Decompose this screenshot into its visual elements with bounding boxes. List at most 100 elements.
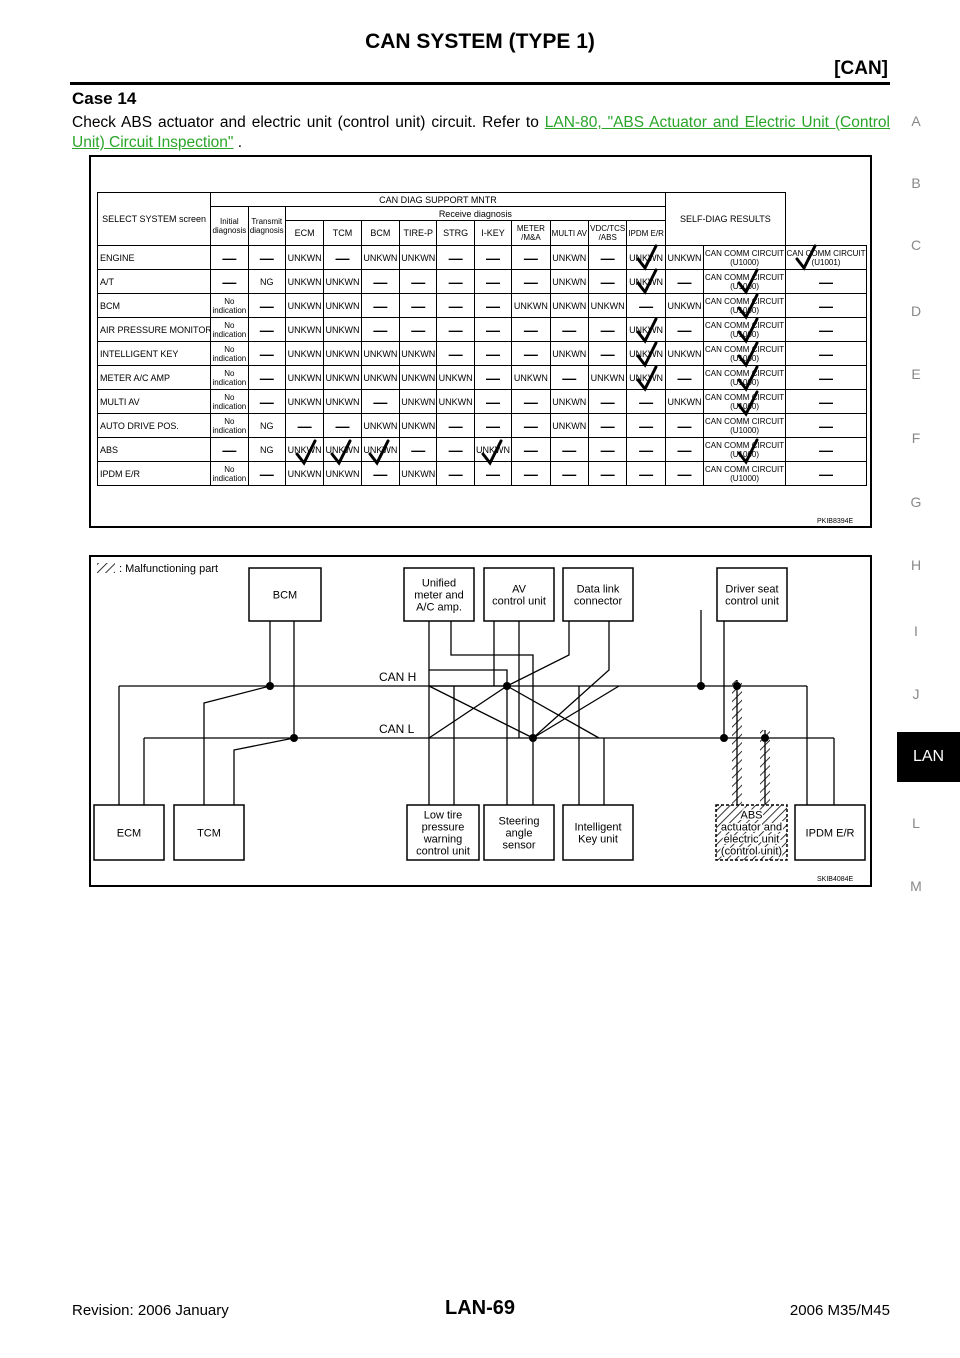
diag-cell: — xyxy=(626,461,666,486)
check-mark xyxy=(737,365,759,392)
hatch-abs-unit xyxy=(716,805,787,860)
diag-cell: UNKWN xyxy=(587,365,628,390)
diag-cell: No indication xyxy=(210,341,249,366)
side-index-h[interactable]: H xyxy=(910,557,922,573)
section-tag: [CAN] xyxy=(834,58,888,79)
unit-label: (control unit) xyxy=(721,846,782,858)
hatch-legend-icon xyxy=(97,563,115,573)
diag-cell: — xyxy=(247,461,286,486)
side-index-j[interactable]: J xyxy=(912,686,920,702)
unit-box: ECM xyxy=(93,804,165,861)
check-mark xyxy=(636,365,658,392)
side-index-g[interactable]: G xyxy=(910,494,922,510)
unit-label: Key unit xyxy=(578,834,618,846)
diag-cell: UNKWN xyxy=(549,389,589,414)
th-transmit: Transmit diagnosis xyxy=(247,206,286,246)
unit-label: Steering xyxy=(499,816,540,828)
diag-cell: UNKWN xyxy=(284,245,325,270)
diag-cell: NG xyxy=(247,437,286,462)
th-col-bcm: BCM xyxy=(360,220,401,246)
self-diag-result-cell: — xyxy=(785,413,867,438)
diag-cell: UNKWN xyxy=(399,389,438,414)
diag-cell: UNKWN xyxy=(664,293,705,318)
can-l-label: CAN L xyxy=(379,722,415,736)
diag-cell: — xyxy=(247,389,286,414)
unit-label: BCM xyxy=(273,590,297,602)
side-index-lan-active[interactable]: LAN xyxy=(897,732,960,782)
diag-cell: — xyxy=(587,461,628,486)
diag-cell: — xyxy=(664,461,705,486)
system-name-cell: METER A/C AMP xyxy=(96,365,212,390)
diag-cell: — xyxy=(323,245,362,270)
diag-cell: — xyxy=(360,317,401,342)
self-diag-result-cell: CAN COMM CIRCUIT (U1000) xyxy=(703,461,787,486)
unit-label: Driver seat xyxy=(725,584,778,596)
side-index-d[interactable]: D xyxy=(910,303,922,319)
diag-cell: — xyxy=(399,437,438,462)
diag-cell: UNKWN xyxy=(360,245,401,270)
diag-cell: — xyxy=(511,341,551,366)
diag-cell: UNKWN xyxy=(284,365,325,390)
self-diag-result-cell: CAN COMM CIRCUIT (U1000) xyxy=(703,293,787,318)
check-mark xyxy=(636,341,658,368)
diag-cell: — xyxy=(626,413,666,438)
side-index-b[interactable]: B xyxy=(911,175,921,191)
diag-cell: UNKWN xyxy=(323,269,362,294)
side-index-a[interactable]: A xyxy=(911,113,921,129)
system-name-cell: AIR PRESSURE MONITOR xyxy=(96,317,212,342)
side-index-l[interactable]: L xyxy=(912,815,920,831)
check-mark xyxy=(330,439,352,466)
check-mark xyxy=(737,438,759,465)
diag-cell: — xyxy=(399,293,438,318)
side-index-e[interactable]: E xyxy=(911,366,921,382)
diag-cell: UNKWN xyxy=(664,341,705,366)
diag-cell: — xyxy=(360,293,401,318)
diag-cell: — xyxy=(436,341,475,366)
diag-cell: UNKWN xyxy=(399,245,438,270)
unit-box: IPDM E/R xyxy=(794,804,866,861)
unit-label: pressure xyxy=(422,822,465,834)
diag-cell: — xyxy=(587,317,628,342)
can-circuit-diagram: : Malfunctioning part xyxy=(89,555,872,887)
side-index-m[interactable]: M xyxy=(910,878,922,894)
unit-label: Low tire xyxy=(424,810,463,822)
diag-cell: — xyxy=(664,437,705,462)
side-index-i[interactable]: I xyxy=(914,623,918,639)
reference-link[interactable]: LAN-80, "ABS Actuator and Electric Unit … xyxy=(72,114,891,151)
unit-label: meter and xyxy=(414,590,464,602)
diag-cell: — xyxy=(247,245,286,270)
diag-cell: UNKWN xyxy=(323,341,362,366)
diag-cell: No indication xyxy=(210,293,249,318)
side-index-c[interactable]: C xyxy=(910,237,922,253)
unit-label: angle xyxy=(506,828,533,840)
system-name-cell: INTELLIGENT KEY xyxy=(96,341,212,366)
diag-cell: UNKWN xyxy=(284,269,325,294)
check-mark xyxy=(737,390,759,417)
diag-cell: UNKWN xyxy=(399,413,438,438)
diag-cell: UNKWN xyxy=(284,293,325,318)
diag-cell: — xyxy=(247,365,286,390)
case-description: Check ABS actuator and electric unit (co… xyxy=(72,113,890,153)
side-index-f[interactable]: F xyxy=(911,430,921,446)
check-mark xyxy=(795,244,817,271)
check-mark xyxy=(737,293,759,320)
unit-label: ABS xyxy=(740,810,762,822)
diag-cell: — xyxy=(587,341,628,366)
unit-label: sensor xyxy=(502,840,535,852)
unit-label: Intelligent xyxy=(574,822,621,834)
legend-text: : Malfunctioning part xyxy=(119,563,218,575)
footer-page-number: LAN-69 xyxy=(444,1297,515,1319)
diag-cell: — xyxy=(511,317,551,342)
diag-support-table: SELECT SYSTEM screen CAN DIAG SUPPORT MN… xyxy=(96,192,867,486)
